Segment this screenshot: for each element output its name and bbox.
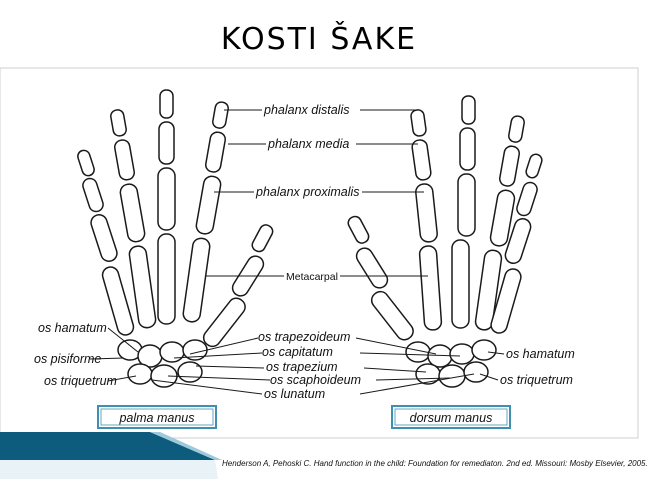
- label-os-triquetrum-left: os triquetrum: [44, 374, 117, 388]
- label-os-triquetrum-right: os triquetrum: [500, 373, 573, 387]
- label-os-trapezoideum: os trapezoideum: [258, 330, 350, 344]
- label-os-capitatum: os capitatum: [262, 345, 333, 359]
- caption-dorsum-manus: dorsum manus: [391, 405, 511, 429]
- caption-palma-manus-text: palma manus: [118, 411, 194, 425]
- bottom-band-shape: [0, 432, 222, 479]
- caption-palma-manus: palma manus: [97, 405, 217, 429]
- label-os-hamatum-right: os hamatum: [506, 347, 575, 361]
- label-os-hamatum-left: os hamatum: [38, 321, 107, 335]
- citation-text: Henderson A, Pehoski C. Hand function in…: [222, 459, 648, 468]
- hand-bones-diagram: phalanx distalis phalanx media phalanx p…: [0, 67, 639, 439]
- hand-bones-figure: phalanx distalis phalanx media phalanx p…: [0, 67, 639, 439]
- label-os-lunatum: os lunatum: [264, 387, 325, 401]
- bottom-decoration: [0, 432, 638, 479]
- label-os-scaphoideum: os scaphoideum: [270, 373, 361, 387]
- label-os-pisiforme: os pisiforme: [34, 352, 101, 366]
- label-metacarpal: Metacarpal: [286, 271, 338, 283]
- label-phalanx-proximalis: phalanx proximalis: [255, 185, 360, 199]
- slide-title: KOSTI ŠAKE: [220, 22, 418, 57]
- caption-dorsum-manus-text: dorsum manus: [410, 411, 493, 425]
- left-hand-illustration: [77, 89, 274, 388]
- label-phalanx-distalis: phalanx distalis: [263, 103, 349, 117]
- leader-lines: [89, 109, 505, 395]
- label-os-trapezium: os trapezium: [266, 360, 338, 374]
- label-phalanx-media: phalanx media: [267, 137, 349, 151]
